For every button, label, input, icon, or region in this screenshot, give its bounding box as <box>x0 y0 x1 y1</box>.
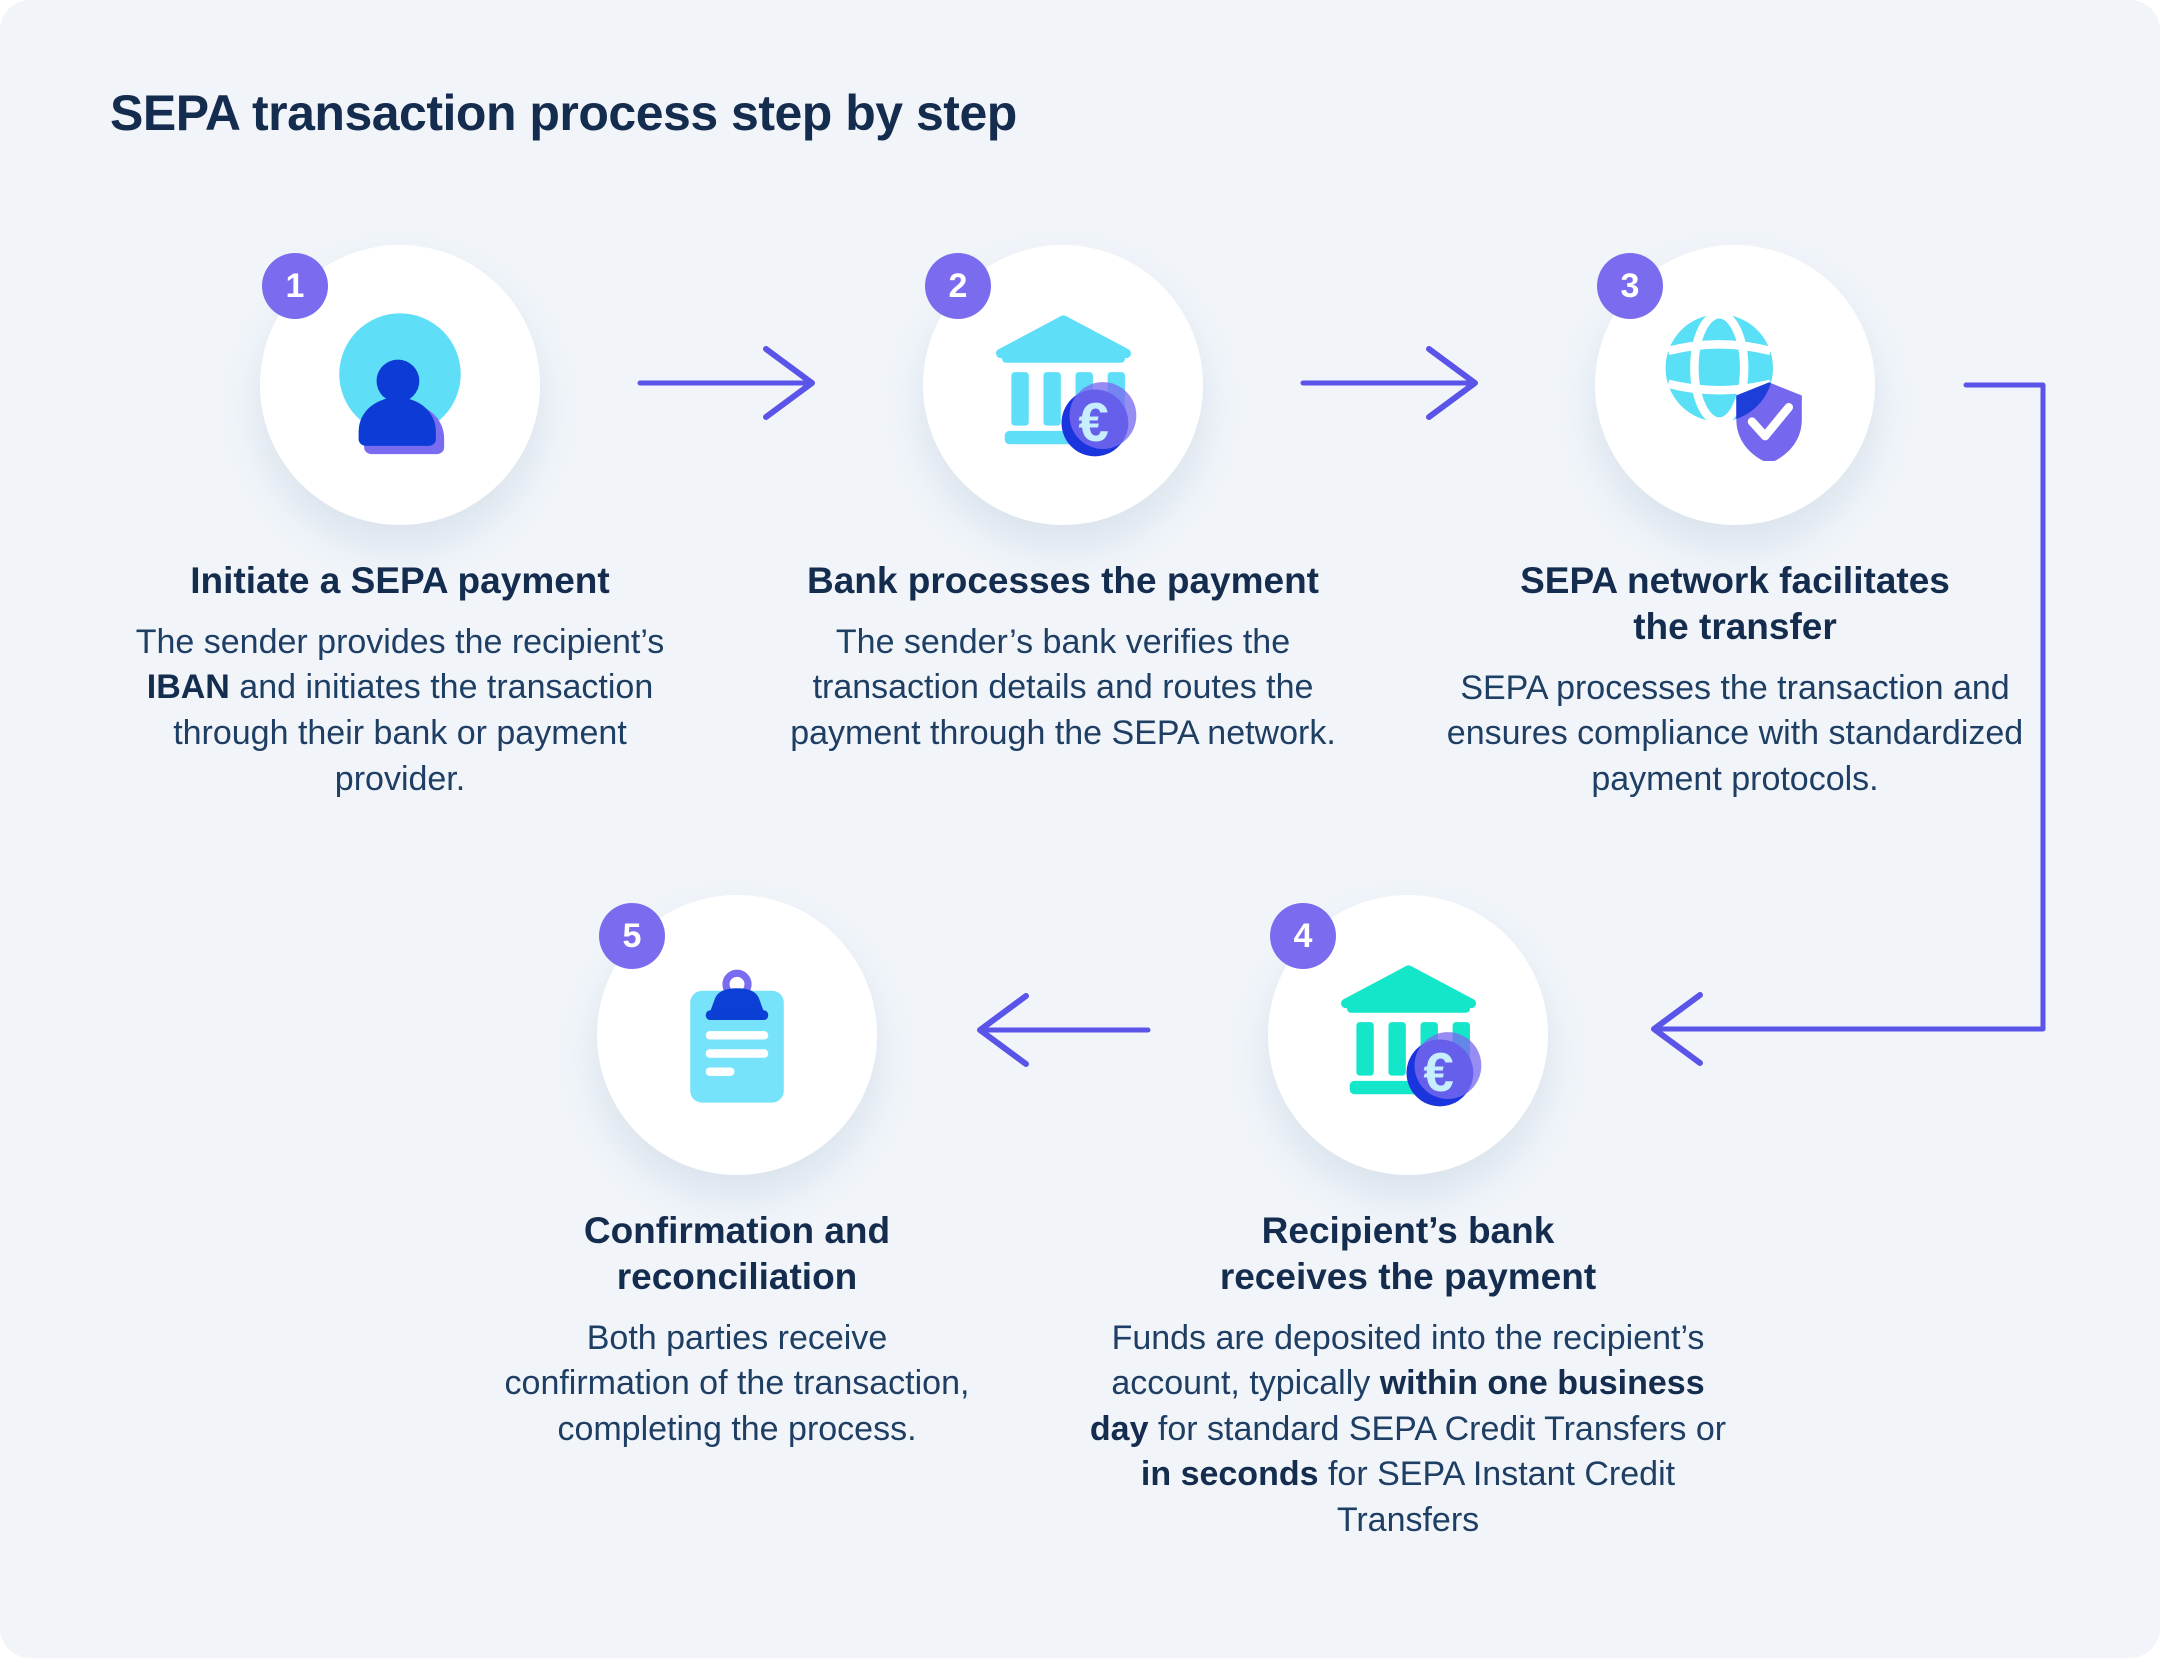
step-3-heading: SEPA network facilitates the transfer <box>1520 560 1950 647</box>
step-2-description: The sender’s bank verifies the transacti… <box>790 622 1336 752</box>
step-2-number-badge: 2 <box>925 253 991 319</box>
arrow-step4-to-step5 <box>977 993 1151 1067</box>
euro-badge-icon: € <box>1405 1031 1481 1106</box>
step-4-circle: 4 € <box>1268 895 1548 1175</box>
step-1-description: The sender provides the recipient’s IBAN… <box>135 622 665 798</box>
step-5-heading: Confirmation and reconciliation <box>583 1210 891 1297</box>
step-3-number-badge: 3 <box>1597 253 1663 319</box>
step-5-text: Confirmation and reconciliation Both par… <box>497 1208 977 1452</box>
step-1-number-badge: 1 <box>262 253 328 319</box>
step-3-text: SEPA network facilitates the transfer SE… <box>1435 558 2035 802</box>
step-4-number-badge: 4 <box>1270 903 1336 969</box>
step-2-text: Bank processes the payment The sender’s … <box>783 558 1343 757</box>
step-2-circle: 2 € <box>923 245 1203 525</box>
person-icon <box>339 313 461 454</box>
step-4-description: Funds are deposited into the recipient’s… <box>1089 1318 1727 1539</box>
checkmark <box>1747 403 1793 441</box>
step-5-description: Both parties receive confirmation of the… <box>504 1318 970 1448</box>
step-5-number-badge: 5 <box>599 903 665 969</box>
step-3-circle: 3 <box>1595 245 1875 525</box>
step-1-heading: Initiate a SEPA payment <box>190 560 610 601</box>
step-1-text: Initiate a SEPA payment The sender provi… <box>120 558 680 802</box>
step-5-circle: 5 <box>597 895 877 1175</box>
page-title: SEPA transaction process step by step <box>110 85 1017 141</box>
svg-text:€: € <box>1423 1040 1453 1102</box>
bank-euro-icon: € <box>995 314 1136 456</box>
step-1-circle: 1 <box>260 245 540 525</box>
step-4-text: Recipient’s bank receives the payment Fu… <box>1080 1208 1736 1543</box>
euro-badge-icon: € <box>1060 381 1136 456</box>
arrow-step1-to-step2 <box>637 346 815 420</box>
arrow-step2-to-step3 <box>1300 346 1478 420</box>
globe-shield-icon <box>1665 309 1802 461</box>
clipboard-icon <box>690 969 784 1103</box>
step-4-heading: Recipient’s bank receives the payment <box>1219 1210 1597 1297</box>
svg-text:€: € <box>1078 390 1108 452</box>
step-3-description: SEPA processes the transaction and ensur… <box>1446 668 2024 798</box>
bank-euro-teal-icon: € <box>1340 964 1481 1106</box>
step-2-heading: Bank processes the payment <box>806 560 1320 601</box>
